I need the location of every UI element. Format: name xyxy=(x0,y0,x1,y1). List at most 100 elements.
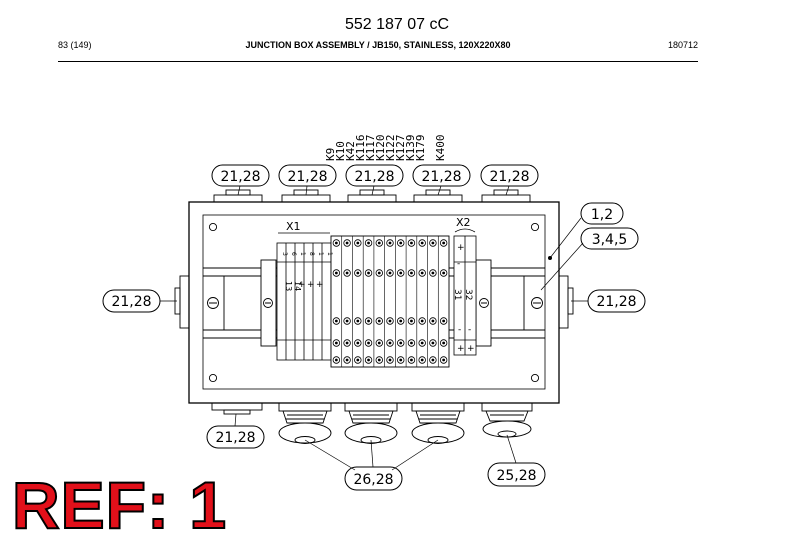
callout-right-gland: 21,28 xyxy=(596,294,636,310)
leader-lines xyxy=(160,185,588,471)
terminal-screw xyxy=(439,356,448,364)
cable-id: K122 xyxy=(384,135,397,162)
terminal-screw xyxy=(396,269,405,277)
top-gland-row xyxy=(213,189,531,203)
x1-row-label: 3 xyxy=(281,252,288,256)
callout-bottom-glands: 26,28 xyxy=(353,472,393,488)
x2-terminal-numbers: 31 32 xyxy=(452,289,473,300)
cable-id-labels: K9 K10 K42 K116 K117 K120 K122 K127 K139… xyxy=(324,135,447,162)
x1-polarity-mark: + xyxy=(298,280,306,290)
enclosure-inner-flange xyxy=(202,214,546,390)
x1-terminal-number: 13 xyxy=(284,281,293,291)
x2-polarity-mark: - xyxy=(468,325,471,335)
x2-label: X2 xyxy=(456,216,471,229)
callout-top-gland: 21,28 xyxy=(421,169,461,185)
terminal-screw xyxy=(407,339,416,347)
x1-row-labels: 3 6 1 8 1 1 xyxy=(281,252,333,256)
terminal-screw xyxy=(386,239,394,247)
terminal-screw xyxy=(343,339,351,347)
callout-left-gland: 21,28 xyxy=(111,294,151,310)
terminal-screw xyxy=(364,317,373,325)
x2-polarity-mark: + xyxy=(457,344,465,354)
terminal-screw xyxy=(386,317,394,325)
callout-labels: 21,28 21,28 21,28 21,28 21,28 21,28 21,2… xyxy=(111,169,636,488)
rail-fixing-screws xyxy=(207,297,543,309)
header-row: 83 (149) JUNCTION BOX ASSEMBLY / JB150, … xyxy=(58,40,698,54)
terminal-screw xyxy=(407,317,416,325)
terminal-screw xyxy=(354,356,362,364)
callout-bubbles xyxy=(102,164,646,491)
x1-label: X1 xyxy=(286,220,301,233)
terminal-screw xyxy=(429,317,437,325)
x1-terminal-number: 14 xyxy=(293,281,302,291)
cable-id: K116 xyxy=(354,135,367,162)
x2-bracket xyxy=(454,228,476,233)
callout-top-gland: 21,28 xyxy=(220,169,260,185)
cable-id: K42 xyxy=(344,141,357,161)
terminal-screw xyxy=(343,317,351,325)
page-reference: 83 (149) xyxy=(58,40,92,50)
callout-top-gland: 21,28 xyxy=(287,169,327,185)
bottom-gland-row xyxy=(278,402,533,444)
x1-polarity-marks: + + + xyxy=(298,280,324,290)
x2-polarity-mark: + xyxy=(467,344,475,354)
document-number: 552 187 07 cC xyxy=(344,16,450,33)
callout-lid: 1,2 xyxy=(591,207,613,223)
terminal-screw xyxy=(343,239,351,247)
terminal-screw xyxy=(439,269,448,277)
terminal-screw xyxy=(375,356,384,364)
terminal-screw xyxy=(418,339,426,347)
x2-polarity-mark: - xyxy=(458,325,461,335)
x2-polarity-mark: - xyxy=(457,259,460,269)
terminal-screw xyxy=(332,356,341,364)
x1-row-label: 6 xyxy=(290,252,297,256)
callout-top-gland: 21,28 xyxy=(354,169,394,185)
x1-row-label: 1 xyxy=(299,252,306,256)
terminal-screw xyxy=(396,239,405,247)
terminal-screw xyxy=(332,239,341,247)
header-rule xyxy=(58,61,698,62)
cable-id: K9 xyxy=(324,148,337,161)
terminal-screw xyxy=(429,356,437,364)
callout-bottom-left: 21,28 xyxy=(215,430,255,446)
right-side-gland xyxy=(558,275,574,329)
terminal-screw xyxy=(332,317,341,325)
terminal-screw xyxy=(375,269,384,277)
cable-id: K120 xyxy=(374,135,387,162)
terminal-screw xyxy=(429,339,437,347)
x1-row-label: 8 xyxy=(308,252,315,256)
terminal-screw xyxy=(386,269,394,277)
x1-polarity-mark: + xyxy=(316,280,324,290)
reference-label: REF: 1 xyxy=(11,468,228,542)
terminal-screw xyxy=(364,339,373,347)
terminal-screw xyxy=(343,269,351,277)
x1-polarity-mark: + xyxy=(307,280,315,290)
terminal-screw xyxy=(354,239,362,247)
terminal-screw xyxy=(354,339,362,347)
x2-terminal-number: 31 xyxy=(452,289,462,300)
cable-id: K10 xyxy=(334,141,347,161)
terminal-screw xyxy=(354,269,362,277)
callout-top-gland: 21,28 xyxy=(489,169,529,185)
left-side-gland xyxy=(174,275,190,329)
terminal-screw xyxy=(396,356,405,364)
terminal-screw xyxy=(418,239,426,247)
cable-id: K179 xyxy=(414,135,427,162)
terminal-screw xyxy=(343,356,351,364)
x2-polarity-marks: + - - - + + xyxy=(457,243,475,354)
terminal-screw xyxy=(407,356,416,364)
x1-terminal-block xyxy=(276,242,332,361)
x1-row-label: 1 xyxy=(317,252,324,256)
mounting-holes xyxy=(208,222,552,383)
x2-polarity-mark: + xyxy=(457,243,465,253)
terminal-screw xyxy=(418,269,426,277)
x1-row-label: 1 xyxy=(326,252,333,256)
terminal-screw xyxy=(439,339,448,347)
terminal-screw xyxy=(386,356,394,364)
x2-terminal-number: 32 xyxy=(463,289,473,300)
date-code: 180712 xyxy=(667,40,698,50)
terminal-screw xyxy=(429,239,437,247)
callout-bottom-right-gland: 25,28 xyxy=(496,468,536,484)
terminal-screw xyxy=(332,269,341,277)
